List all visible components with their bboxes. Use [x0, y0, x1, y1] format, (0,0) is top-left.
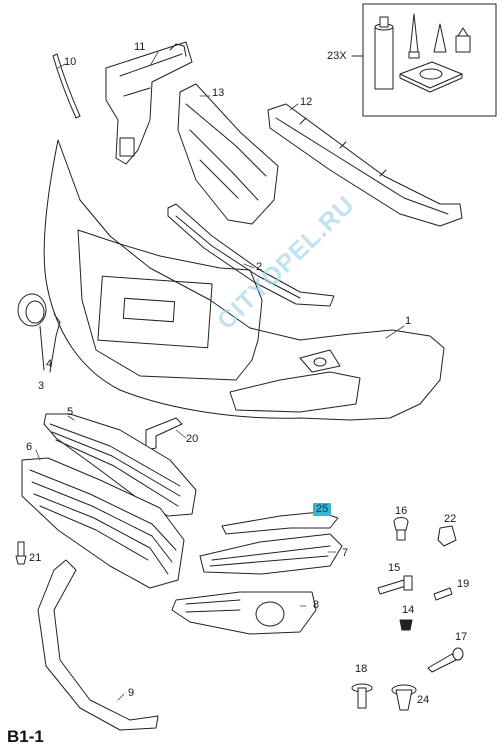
spoiler-trim [37, 559, 159, 731]
callout-25-highlighted[interactable]: 25 [313, 503, 332, 516]
clip-21 [15, 541, 27, 565]
callout-7: 7 [342, 547, 349, 559]
fasteners [351, 517, 464, 711]
callout-8: 8 [313, 599, 320, 611]
grille-moulding [221, 511, 339, 535]
callout-16: 16 [395, 505, 408, 517]
callout-9: 9 [128, 687, 135, 699]
callout-2: 2 [256, 261, 263, 273]
callout-11: 11 [134, 41, 146, 53]
callout-4: 4 [46, 358, 53, 370]
fog-bezel [171, 591, 317, 635]
small-bracket [145, 417, 183, 451]
tow-eye-cap [17, 293, 61, 373]
callout-23x: 23X [327, 50, 347, 62]
moulding-strip [52, 53, 81, 119]
upper-grille [43, 413, 197, 517]
callout-14: 14 [402, 604, 415, 616]
callout-13: 13 [212, 87, 225, 99]
callout-6: 6 [26, 441, 33, 453]
callout-1: 1 [405, 315, 412, 327]
callout-17: 17 [455, 631, 468, 643]
callout-12: 12 [300, 96, 313, 108]
lower-grille [21, 457, 185, 589]
callout-21: 21 [29, 552, 42, 564]
center-absorber [177, 83, 279, 225]
kit-box [351, 3, 497, 117]
page-code: B1-1 [7, 727, 44, 746]
bumper-cover [43, 139, 445, 421]
callout-3: 3 [38, 380, 45, 392]
callout-15: 15 [388, 562, 401, 574]
callout-24: 24 [417, 694, 430, 706]
callout-5: 5 [67, 406, 74, 418]
callout-10: 10 [64, 56, 77, 68]
leader-lines [35, 51, 405, 701]
bumper-beam [167, 203, 335, 307]
left-bracket [105, 41, 193, 165]
callout-19: 19 [457, 578, 470, 590]
grille-insert [199, 533, 343, 575]
callout-22: 22 [444, 513, 457, 525]
callout-18: 18 [355, 663, 368, 675]
right-bracket [267, 103, 463, 227]
callout-20: 20 [186, 433, 199, 445]
